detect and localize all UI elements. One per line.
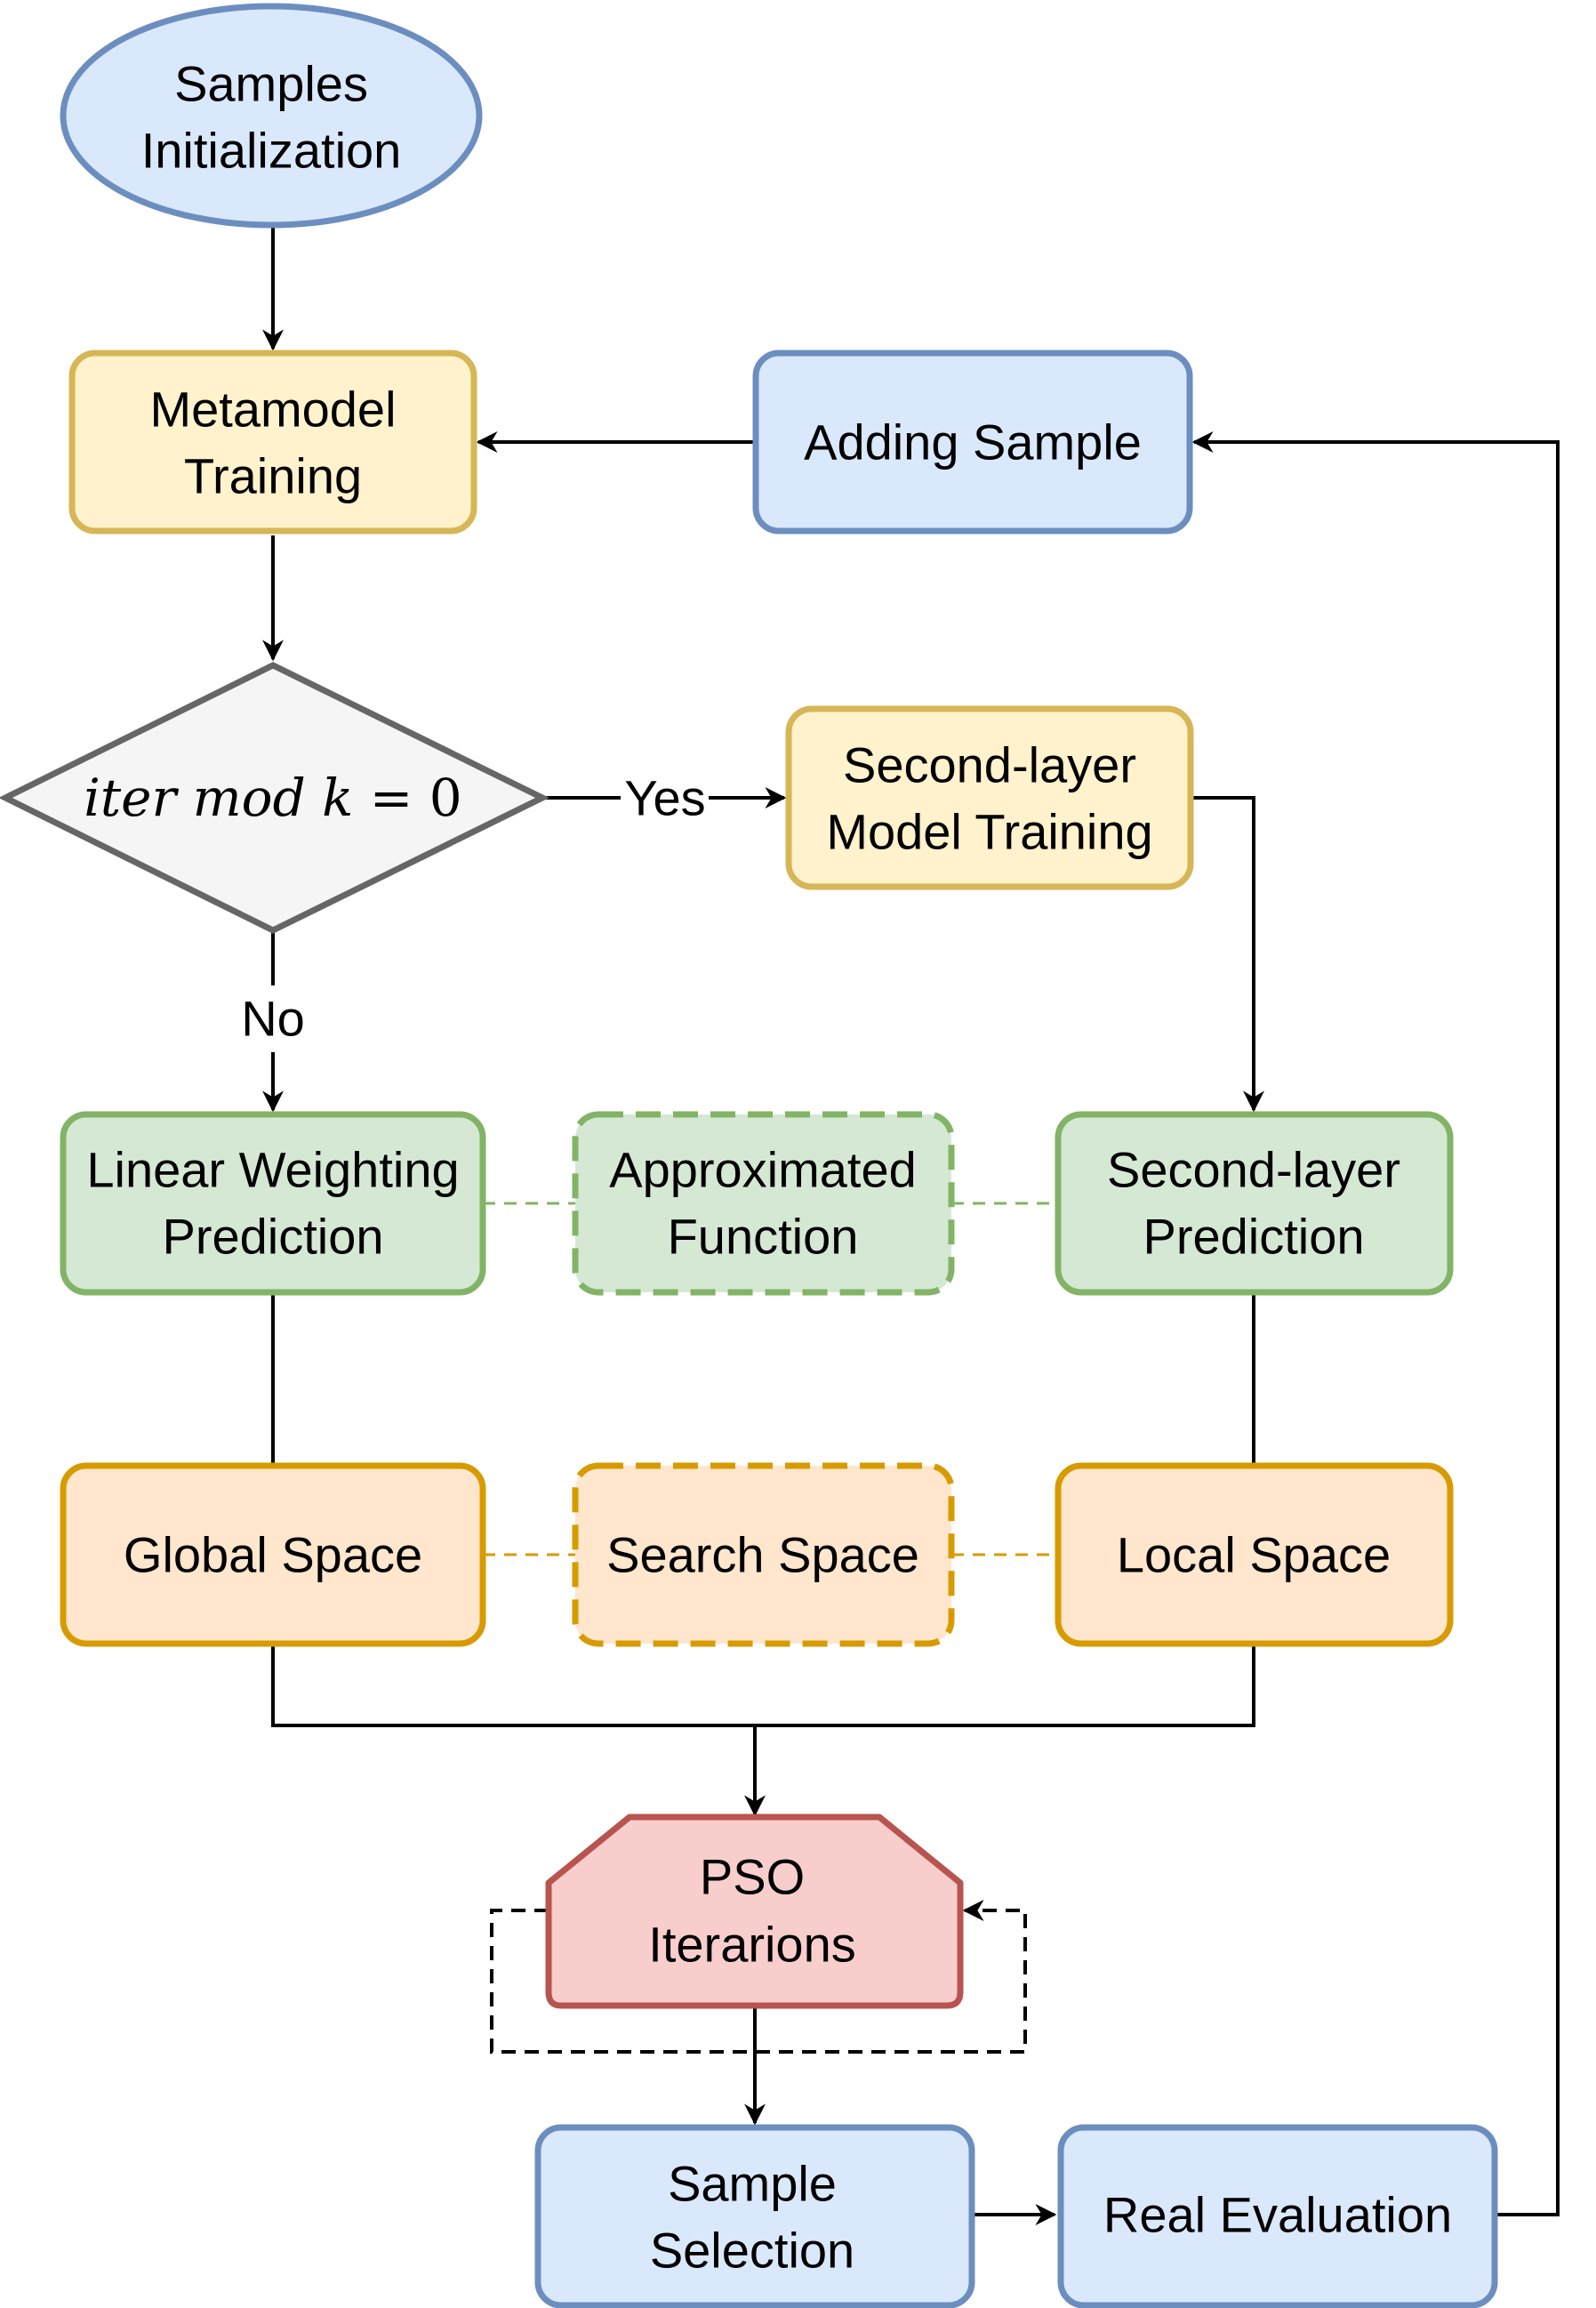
node-linear-weighting: Linear Weighting Prediction [60,1111,486,1296]
node-metamodel-training: Metamodel Training [68,350,477,535]
node-global-space: Global Space [60,1462,486,1647]
edge-evaluation-to-adding [1191,431,1560,2216]
node-search-space: Search Space [572,1462,955,1647]
second-layer-training-shape [785,705,1194,890]
samples-initialization-label: Initialization [141,123,402,179]
node-pso-iterations: PSO Iterarions [545,1813,964,2009]
pso-iterations-label: PSO [700,1849,805,1905]
local-space-shape [1055,1462,1454,1647]
edge-labels: Yes No [241,770,705,1047]
decision-condition: iter mod k = 0 [84,768,461,828]
local-space-label: Local Space [1117,1527,1391,1583]
edges [262,228,1560,2225]
yes-label: Yes [624,770,705,826]
pso-iterations-shape [545,1813,964,2009]
decision-zero: 0 [429,768,462,828]
decision-shape [0,662,549,934]
approximated-function-shape [572,1111,955,1296]
sample-selection-label: Sample [668,2156,837,2212]
samples-initialization-shape [60,3,483,229]
decision-op: mod [193,768,306,828]
second-layer-prediction-label: Prediction [1143,1209,1364,1265]
second-layer-training-label: Second-layer [843,737,1136,793]
edge-pso-self-loop [490,1900,1027,2054]
second-layer-prediction-label: Second-layer [1107,1142,1400,1198]
metamodel-training-label: Training [184,448,362,504]
decision-eq: = [370,768,413,828]
node-adding-sample: Adding Sample [752,350,1193,535]
search-space-label: Search Space [606,1527,919,1583]
node-sample-selection: Sample Selection [534,2124,975,2308]
real-evaluation-label: Real Evaluation [1103,2187,1452,2243]
no-label: No [241,991,305,1047]
linear-weighting-shape [60,1111,486,1296]
association-lines [483,1202,1058,1556]
node-local-space: Local Space [1055,1462,1454,1647]
edge-training-to-prediction [1191,796,1264,1113]
adding-sample-shape [752,350,1193,535]
adding-sample-label: Adding Sample [804,414,1142,470]
node-second-layer-training: Second-layer Model Training [785,705,1194,890]
node-real-evaluation: Real Evaluation [1057,2124,1498,2308]
approximated-function-label: Approximated [609,1142,917,1198]
node-approximated-function: Approximated Function [572,1111,955,1296]
decision-var: iter [84,768,179,828]
approximated-function-label: Function [668,1209,859,1265]
search-space-shape [572,1462,955,1647]
second-layer-training-label: Model Training [826,804,1152,860]
sample-selection-label: Selection [650,2223,854,2279]
second-layer-prediction-shape [1055,1111,1454,1296]
decision-k: k [322,768,353,828]
metamodel-training-label: Metamodel [149,382,396,438]
linear-weighting-label: Linear Weighting [86,1142,459,1198]
node-samples-initialization: Samples Initialization [60,3,483,229]
pso-iterations-label: Iterarions [648,1917,855,1973]
node-decision: iter mod k = 0 [0,662,549,934]
edge-global-to-merge [271,1645,1255,1727]
real-evaluation-shape [1057,2124,1498,2308]
metamodel-training-shape [68,350,477,535]
linear-weighting-label: Prediction [162,1209,383,1265]
sample-selection-shape [534,2124,975,2308]
global-space-label: Global Space [124,1527,422,1583]
node-second-layer-prediction: Second-layer Prediction [1055,1111,1454,1296]
global-space-shape [60,1462,486,1647]
samples-initialization-label: Samples [174,56,368,112]
